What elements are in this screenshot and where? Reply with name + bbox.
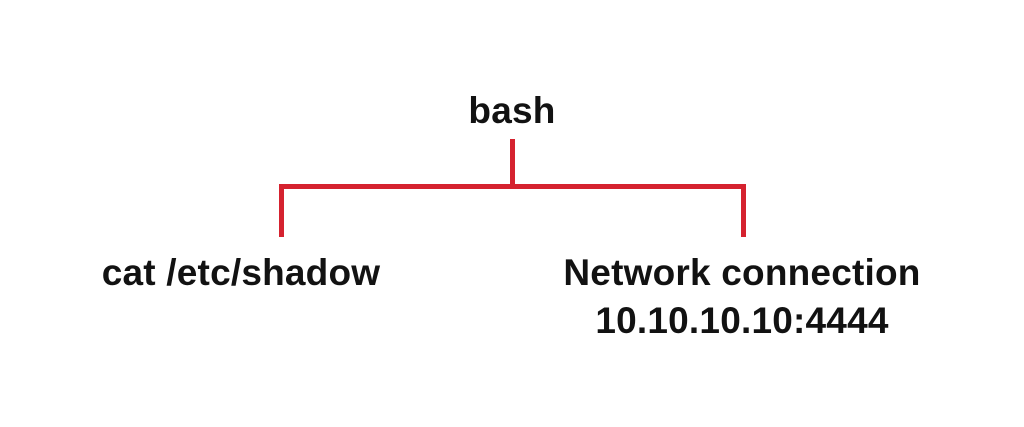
child-node-network: Network connection 10.10.10.10:4444 <box>542 249 942 345</box>
connector-right-drop-line <box>741 184 746 237</box>
connector-horizontal-line <box>279 184 746 189</box>
root-node-bash: bash <box>468 90 556 131</box>
child-node-network-label: Network connection <box>563 252 921 293</box>
connector-left-drop-line <box>279 184 284 237</box>
child-node-command-label: cat /etc/shadow <box>101 252 381 293</box>
child-node-command: cat /etc/shadow <box>41 249 441 297</box>
connector-stem-line <box>510 139 515 189</box>
child-node-network-address: 10.10.10.10:4444 <box>595 300 889 341</box>
